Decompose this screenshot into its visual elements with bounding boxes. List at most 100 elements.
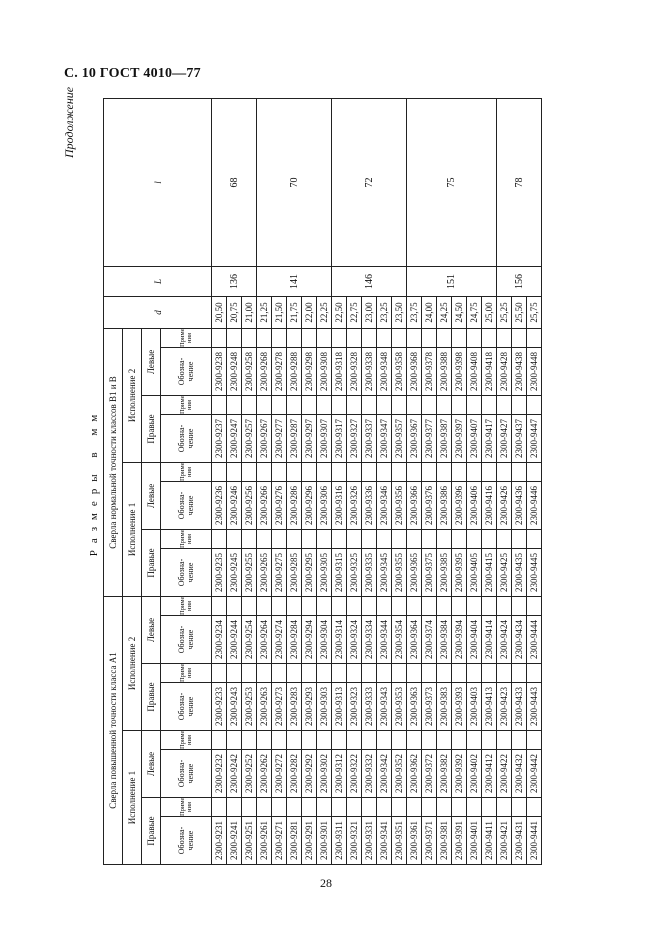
designation-cell: 2300-9352	[391, 749, 407, 798]
header-left: Левые	[141, 730, 161, 798]
designation-cell: 2300-9354	[391, 615, 407, 664]
usage-cell	[241, 797, 257, 817]
designation-cell: 2300-9442	[526, 749, 542, 798]
usage-cell	[496, 529, 512, 549]
usage-cell	[271, 462, 287, 482]
designation-cell: 2300-9344	[376, 615, 392, 664]
dim-l-cell: 72	[331, 98, 407, 267]
usage-cell	[526, 797, 542, 817]
header-right: Правые	[141, 797, 161, 865]
usage-cell	[331, 529, 347, 549]
usage-cell	[466, 797, 482, 817]
header-b-variant-2: Исполнение 2	[122, 328, 142, 463]
designation-cell: 2300-9313	[331, 682, 347, 731]
usage-cell	[451, 596, 467, 616]
usage-cell	[451, 663, 467, 683]
usage-cell	[511, 596, 527, 616]
usage-cell	[211, 395, 227, 415]
designation-cell: 2300-9271	[271, 816, 287, 865]
usage-cell	[391, 596, 407, 616]
usage-cell	[286, 730, 302, 750]
usage-cell	[241, 663, 257, 683]
usage-cell	[241, 529, 257, 549]
designation-cell: 2300-9348	[376, 347, 392, 396]
usage-cell	[271, 328, 287, 348]
usage-cell	[271, 663, 287, 683]
designation-cell: 2300-9358	[391, 347, 407, 396]
designation-cell: 2300-9316	[331, 481, 347, 530]
usage-cell	[346, 663, 362, 683]
designation-cell: 2300-9307	[316, 414, 332, 463]
header-designation: Обозна-чение	[160, 816, 212, 865]
usage-cell	[316, 328, 332, 348]
usage-cell	[361, 730, 377, 750]
designation-cell: 2300-9273	[271, 682, 287, 731]
usage-cell	[316, 663, 332, 683]
designation-cell: 2300-9373	[421, 682, 437, 731]
usage-cell	[346, 529, 362, 549]
designation-cell: 2300-9403	[466, 682, 482, 731]
usage-cell	[496, 328, 512, 348]
dim-d-cell: 23,75	[406, 296, 422, 329]
usage-cell	[511, 730, 527, 750]
designation-cell: 2300-9245	[226, 548, 242, 597]
usage-cell	[496, 730, 512, 750]
usage-cell	[406, 730, 422, 750]
usage-cell	[211, 663, 227, 683]
designation-cell: 2300-9425	[496, 548, 512, 597]
header-right: Правые	[141, 395, 161, 463]
usage-cell	[331, 462, 347, 482]
usage-cell	[286, 797, 302, 817]
usage-cell	[346, 596, 362, 616]
usage-cell	[256, 596, 272, 616]
usage-cell	[481, 596, 497, 616]
designation-cell: 2300-9381	[436, 816, 452, 865]
usage-cell	[241, 328, 257, 348]
header-group-b: Сверла нормальной точности классов В1 и …	[103, 328, 123, 597]
usage-cell	[391, 529, 407, 549]
usage-cell	[361, 395, 377, 415]
dim-d-cell: 20,75	[226, 296, 242, 329]
usage-cell	[406, 462, 422, 482]
designation-cell: 2300-9287	[286, 414, 302, 463]
designation-cell: 2300-9432	[511, 749, 527, 798]
designation-cell: 2300-9363	[406, 682, 422, 731]
dim-d-cell: 24,25	[436, 296, 452, 329]
designation-cell: 2300-9443	[526, 682, 542, 731]
usage-cell	[226, 529, 242, 549]
designation-cell: 2300-9408	[466, 347, 482, 396]
usage-cell	[346, 730, 362, 750]
usage-cell	[481, 328, 497, 348]
designation-cell: 2300-9255	[241, 548, 257, 597]
designation-cell: 2300-9306	[316, 481, 332, 530]
usage-cell	[421, 328, 437, 348]
designation-cell: 2300-9321	[346, 816, 362, 865]
usage-cell	[256, 663, 272, 683]
usage-cell	[451, 730, 467, 750]
usage-cell	[331, 596, 347, 616]
designation-cell: 2300-9377	[421, 414, 437, 463]
usage-cell	[286, 663, 302, 683]
header-a1-variant-1: Исполнение 1	[122, 730, 142, 865]
dim-l-cell: 78	[496, 98, 542, 267]
usage-cell	[211, 797, 227, 817]
dim-L-cell: 136	[211, 266, 257, 297]
usage-cell	[316, 596, 332, 616]
designation-cell: 2300-9323	[346, 682, 362, 731]
header-right: Правые	[141, 529, 161, 597]
usage-cell	[286, 529, 302, 549]
designation-cell: 2300-9427	[496, 414, 512, 463]
designation-cell: 2300-9328	[346, 347, 362, 396]
designation-cell: 2300-9257	[241, 414, 257, 463]
usage-cell	[271, 596, 287, 616]
usage-cell	[256, 797, 272, 817]
dim-l-cell: 68	[211, 98, 257, 267]
designation-cell: 2300-9266	[256, 481, 272, 530]
dim-d-cell: 24,50	[451, 296, 467, 329]
usage-cell	[346, 462, 362, 482]
designation-cell: 2300-9371	[421, 816, 437, 865]
designation-cell: 2300-9332	[361, 749, 377, 798]
designation-cell: 2300-9234	[211, 615, 227, 664]
header-usage: Примене-ния	[160, 730, 212, 750]
